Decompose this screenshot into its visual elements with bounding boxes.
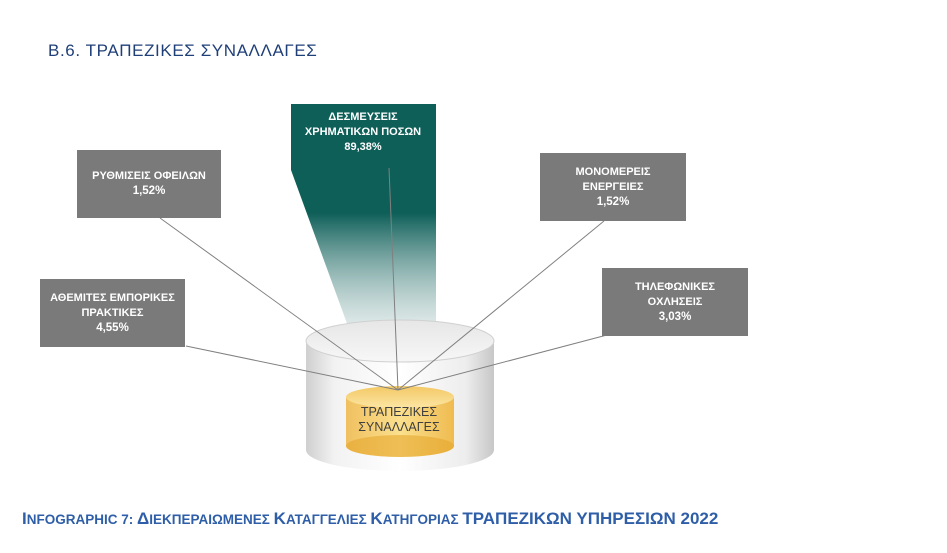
- box-phone-harassment: ΤΗΛΕΦΩΝΙΚΕΣ ΟΧΛΗΣΕΙΣ 3,03%: [602, 268, 748, 336]
- caption-part-3: ΑΤΑΓΓΕΛΙΕΣ: [285, 512, 371, 527]
- connector-line-phone: [397, 334, 608, 391]
- label-money-holds: ΔΕΣΜΕΥΣΕΙΣ ΧΡΗΜΑΤΙΚΩΝ ΠΟΣΩΝ 89,38%: [292, 110, 434, 155]
- connector-line-top: [388, 167, 399, 391]
- box-unfair-practices: ΑΘΕΜΙΤΕΣ ΕΜΠΟΡΙΚΕΣ ΠΡΑΚΤΙΚΕΣ 4,55%: [40, 279, 185, 347]
- caption-initial-3: Κ: [273, 509, 286, 528]
- box-debt-settlements-label: ΡΥΘΜΙΣΕΙΣ ΟΦΕΙΛΩΝ: [92, 170, 206, 182]
- center-label-line2: ΣΥΝΑΛΛΑΓΕΣ: [358, 420, 440, 434]
- caption-part-5: ΤΡΑΠΕΖΙΚΩΝ ΥΠΗΡΕΣΙΩΝ 2022: [462, 509, 719, 528]
- box-phone-harassment-line2: ΟΧΛΗΣΕΙΣ: [647, 295, 703, 308]
- box-debt-settlements: ΡΥΘΜΙΣΕΙΣ ΟΦΕΙΛΩΝ 1,52%: [77, 150, 221, 218]
- center-label-line1: ΤΡΑΠΕΖΙΚΕΣ: [360, 405, 438, 419]
- label-money-holds-value: 89,38%: [344, 141, 382, 153]
- box-unfair-practices-value: 4,55%: [96, 321, 129, 334]
- box-unfair-practices-line2: ΠΡΑΚΤΙΚΕΣ: [81, 306, 144, 319]
- caption-part-1: NFOGRAPHIC 7:: [26, 512, 137, 527]
- connector-line-unilateral: [397, 220, 605, 391]
- section-heading: Β.6. ΤΡΑΠΕΖΙΚΕΣ ΣΥΝΑΛΛΑΓΕΣ: [48, 41, 318, 60]
- box-debt-settlements-value: 1,52%: [132, 185, 166, 197]
- box-unilateral-actions-line2: ΕΝΕΡΓΕΙΕΣ: [582, 180, 644, 193]
- caption-part-2: ΙΕΚΠΕΡΑΙΩΜΕΝΕΣ: [149, 512, 274, 527]
- cylinder-graphic: [305, 319, 495, 471]
- box-unilateral-actions-value: 1,52%: [596, 195, 630, 208]
- box-unilateral-actions: ΜΟΝΟΜΕΡΕΙΣ ΕΝΕΡΓΕΙΕΣ 1,52%: [540, 153, 686, 221]
- caption-initial-2: Δ: [137, 509, 150, 528]
- infographic-caption: INFOGRAPHIC 7: ΔΙΕΚΠΕΡΑΙΩΜΕΝΕΣ ΚΑΤΑΓΓΕΛΙ…: [22, 509, 718, 529]
- box-phone-harassment-line1: ΤΗΛΕΦΩΝΙΚΕΣ: [634, 280, 716, 293]
- center-label: ΤΡΑΠΕΖΙΚΕΣ ΣΥΝΑΛΛΑΓΕΣ: [345, 405, 453, 435]
- caption-part-4: ΑΤΗΓΟΡΙΑΣ: [382, 512, 463, 527]
- label-money-holds-line1: ΔΕΣΜΕΥΣΕΙΣ: [328, 111, 398, 123]
- box-unilateral-actions-line1: ΜΟΝΟΜΕΡΕΙΣ: [575, 165, 651, 178]
- caption-initial-4: Κ: [370, 509, 383, 528]
- connector-line-debt: [159, 217, 399, 391]
- box-unfair-practices-line1: ΑΘΕΜΙΤΕΣ ΕΜΠΟΡΙΚΕΣ: [50, 291, 175, 304]
- caption-initial-1: I: [22, 509, 27, 528]
- connector-line-unfair: [185, 345, 399, 391]
- label-money-holds-line2: ΧΡΗΜΑΤΙΚΩΝ ΠΟΣΩΝ: [304, 126, 422, 138]
- box-phone-harassment-value: 3,03%: [658, 310, 692, 323]
